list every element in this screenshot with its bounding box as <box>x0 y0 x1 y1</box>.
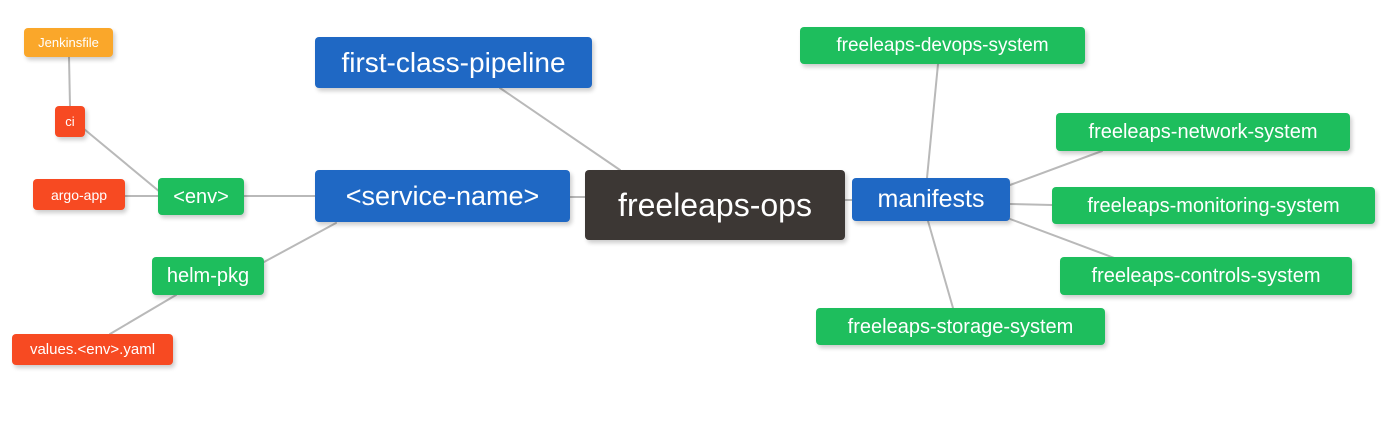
node-label-jenkinsfile: Jenkinsfile <box>38 35 99 50</box>
node-env[interactable]: <env> <box>158 178 244 215</box>
edge-manifests-to-freeleaps-monitoring-system <box>1009 203 1053 206</box>
node-label-manifests: manifests <box>877 185 985 213</box>
node-helm-pkg[interactable]: helm-pkg <box>152 257 264 295</box>
node-label-freeleaps-network-system: freeleaps-network-system <box>1088 121 1318 143</box>
node-label-freeleaps-storage-system: freeleaps-storage-system <box>847 315 1074 338</box>
node-first-class-pipeline[interactable]: first-class-pipeline <box>315 37 592 88</box>
node-label-env: <env> <box>173 185 229 208</box>
node-freeleaps-controls-system[interactable]: freeleaps-controls-system <box>1060 257 1352 295</box>
node-freeleaps-network-system[interactable]: freeleaps-network-system <box>1056 113 1350 151</box>
node-label-service-name: <service-name> <box>345 180 540 211</box>
edge-service-name-to-helm-pkg <box>263 222 337 263</box>
node-label-helm-pkg: helm-pkg <box>166 265 250 287</box>
node-freeleaps-devops-system[interactable]: freeleaps-devops-system <box>800 27 1085 64</box>
edge-manifests-to-freeleaps-network-system <box>1009 150 1103 186</box>
node-freeleaps-storage-system[interactable]: freeleaps-storage-system <box>816 308 1105 345</box>
node-label-freeleaps-monitoring-system: freeleaps-monitoring-system <box>1087 194 1340 217</box>
edge-manifests-to-freeleaps-storage-system <box>927 220 954 309</box>
node-label-values-env-yaml: values.<env>.yaml <box>29 341 156 358</box>
node-label-ci: ci <box>65 114 75 129</box>
node-label-freeleaps-ops: freeleaps-ops <box>618 187 812 223</box>
edge-manifests-to-freeleaps-controls-system <box>1009 218 1118 260</box>
node-label-freeleaps-controls-system: freeleaps-controls-system <box>1091 265 1321 287</box>
node-label-first-class-pipeline: first-class-pipeline <box>341 46 566 78</box>
node-argo-app[interactable]: argo-app <box>33 179 125 210</box>
node-label-argo-app: argo-app <box>50 186 108 203</box>
edge-jenkinsfile-to-ci <box>68 56 71 107</box>
node-freeleaps-ops[interactable]: freeleaps-ops <box>585 170 845 240</box>
edge-manifests-to-freeleaps-devops-system <box>926 63 939 179</box>
node-label-freeleaps-devops-system: freeleaps-devops-system <box>836 35 1049 56</box>
edge-helm-pkg-to-values-env-yaml <box>109 294 177 335</box>
node-jenkinsfile[interactable]: Jenkinsfile <box>24 28 113 57</box>
edge-first-class-pipeline-to-freeleaps-ops <box>499 87 621 171</box>
node-ci[interactable]: ci <box>55 106 85 137</box>
node-service-name[interactable]: <service-name> <box>315 170 570 222</box>
node-values-env-yaml[interactable]: values.<env>.yaml <box>12 334 173 365</box>
node-manifests[interactable]: manifests <box>852 178 1010 221</box>
node-freeleaps-monitoring-system[interactable]: freeleaps-monitoring-system <box>1052 187 1375 224</box>
